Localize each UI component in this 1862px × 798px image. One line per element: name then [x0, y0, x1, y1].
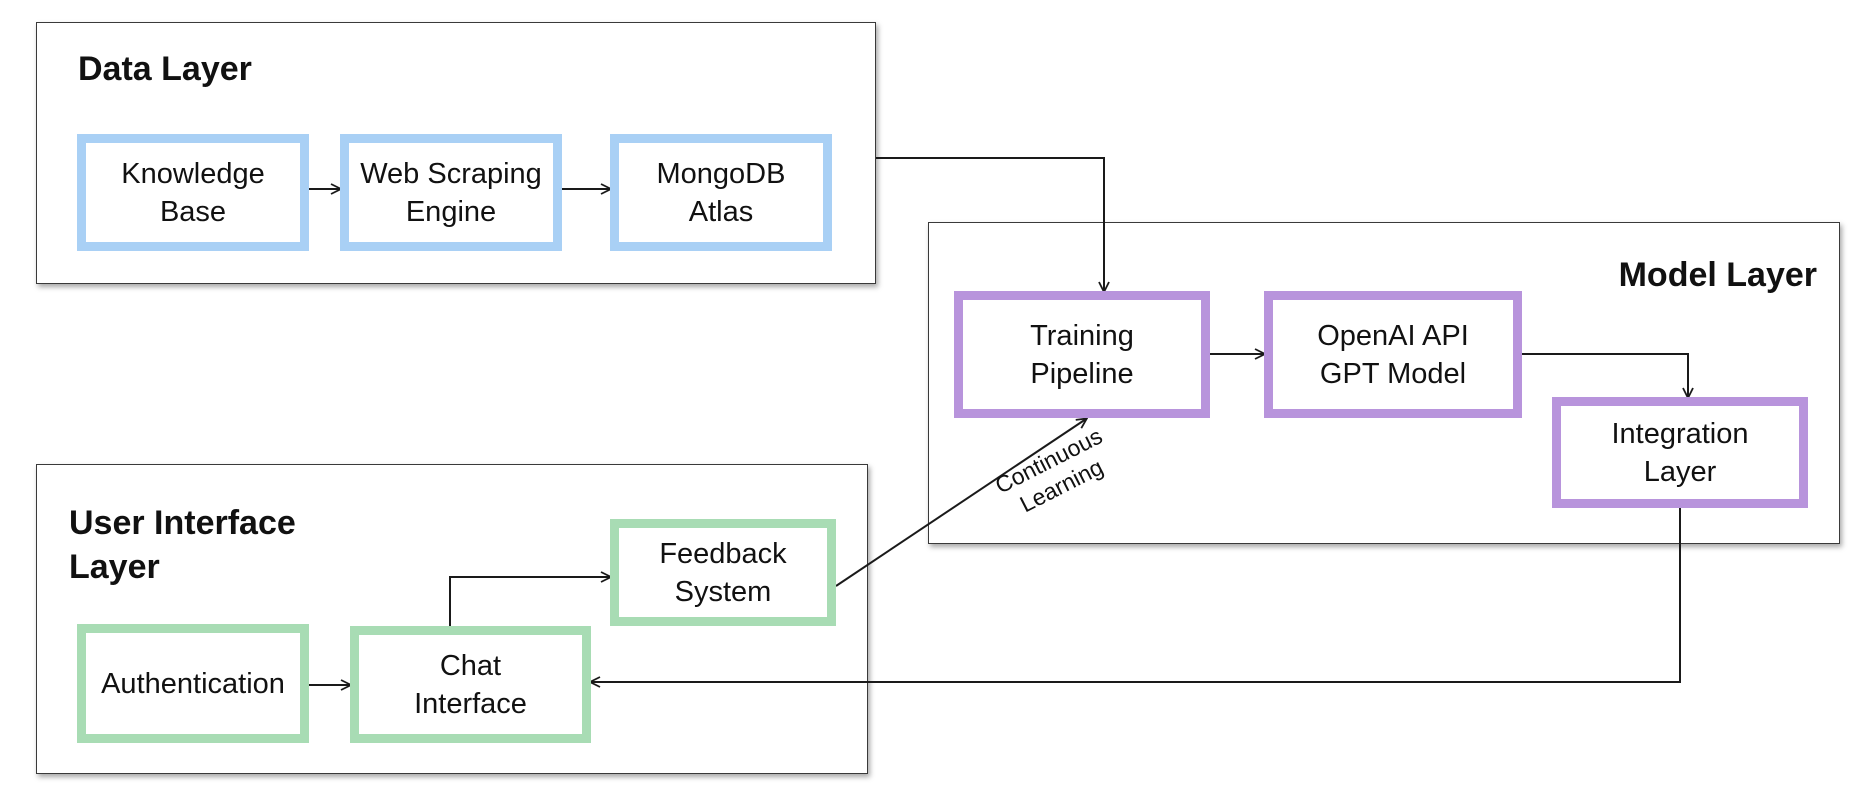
edge-chat-to-feedback — [449, 577, 610, 626]
edge-openai-to-integration — [1522, 353, 1688, 397]
integration-layer-node: Integration Layer — [1552, 397, 1808, 508]
feedback-system-node: Feedback System — [610, 519, 836, 626]
data-layer-title: Data Layer — [78, 50, 252, 88]
chat-interface-node: Chat Interface — [350, 626, 591, 743]
edge-mongodb-to-training — [876, 157, 1104, 291]
openai-gpt-model-node: OpenAI API GPT Model — [1264, 291, 1522, 418]
mongodb-atlas-node: MongoDB Atlas — [610, 134, 832, 251]
edge-feedback-to-training — [835, 419, 1086, 587]
edge-integration-to-chat — [591, 508, 1681, 682]
authentication-node: Authentication — [77, 624, 309, 743]
knowledge-base-node: Knowledge Base — [77, 134, 309, 251]
ui-layer-title: User Interface Layer — [69, 504, 296, 586]
web-scraping-engine-node: Web Scraping Engine — [340, 134, 562, 251]
training-pipeline-node: Training Pipeline — [954, 291, 1210, 418]
model-layer-title: Model Layer — [1618, 256, 1817, 294]
